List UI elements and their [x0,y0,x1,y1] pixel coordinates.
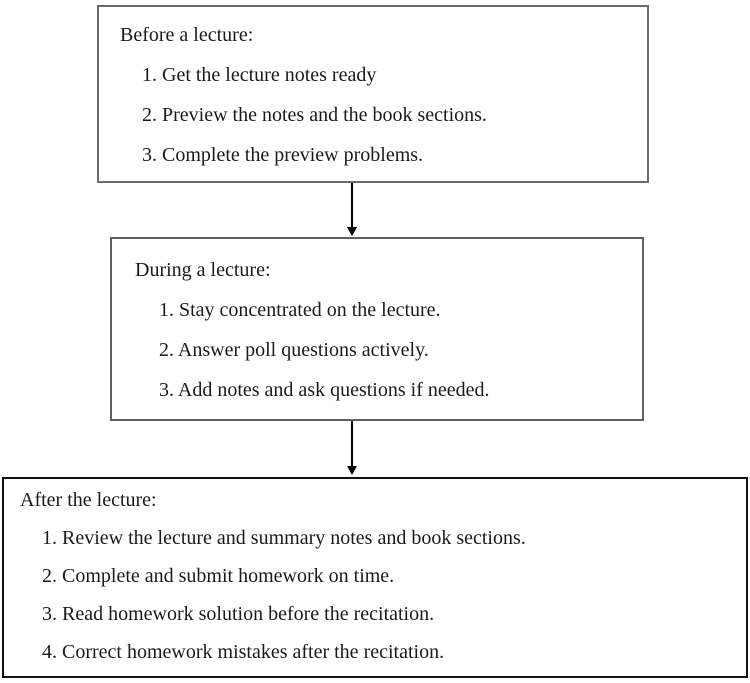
list-item: 3. Add notes and ask questions if needed… [159,379,490,401]
arrow-down-icon [346,421,357,475]
list-item: 2. Answer poll questions actively. [159,339,429,361]
box-heading-during-lecture: During a lecture: [135,259,271,281]
flow-box-during-lecture: During a lecture: 1. Stay concentrated o… [110,237,644,421]
list-item: 2. Complete and submit homework on time. [42,565,395,587]
box-heading-before-lecture: Before a lecture: [120,24,254,46]
list-item: 1. Stay concentrated on the lecture. [159,299,441,321]
arrow-line [350,421,353,467]
list-item: 3. Read homework solution before the rec… [42,603,435,625]
arrow-line [350,183,353,228]
arrow-down-icon [346,183,357,236]
flow-box-before-lecture: Before a lecture: 1. Get the lecture not… [97,5,649,183]
list-item: 3. Complete the preview problems. [142,144,424,166]
list-item: 2. Preview the notes and the book sectio… [142,104,487,126]
list-item: 1. Review the lecture and summary notes … [42,527,526,549]
arrow-head [346,466,357,475]
box-heading-after-lecture: After the lecture: [20,489,157,511]
list-item: 1. Get the lecture notes ready [142,64,377,86]
flow-box-after-lecture: After the lecture: 1. Review the lecture… [2,477,748,678]
arrow-head [346,227,357,236]
list-item: 4. Correct homework mistakes after the r… [42,641,445,663]
